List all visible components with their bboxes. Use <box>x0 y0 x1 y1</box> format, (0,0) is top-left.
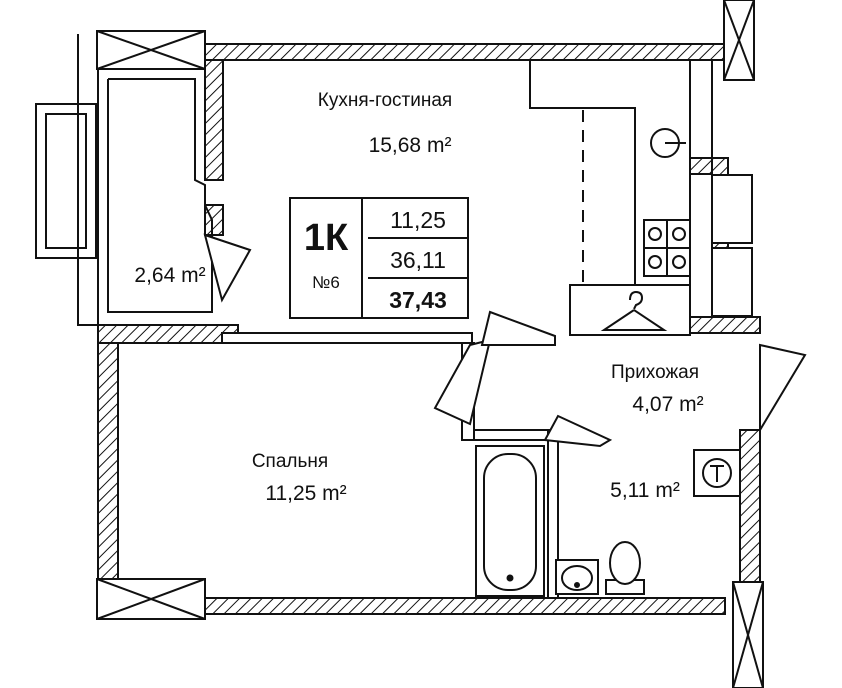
kitchen-area: 15,68 m² <box>369 134 452 157</box>
boiler-icon <box>650 128 686 158</box>
windows <box>35 0 764 688</box>
hallway-area: 4,07 m² <box>632 393 703 416</box>
wardrobe-hanger-icon <box>600 290 668 331</box>
total-area-value: 37,43 <box>389 287 447 313</box>
balcony-frame <box>77 34 213 326</box>
toilet-icon <box>605 541 645 595</box>
doors <box>203 233 807 448</box>
bedroom-name: Спальня <box>252 451 328 472</box>
hallway-name: Прихожая <box>611 362 699 383</box>
stove-icon <box>643 219 691 277</box>
apartment-number: №6 <box>312 273 340 292</box>
bathtub-icon <box>475 445 545 597</box>
apartment-info-box: 1К №6 11,25 36,11 37,43 <box>289 197 469 319</box>
bathroom-area: 5,11 m² <box>610 479 680 502</box>
total-area-no-balcony-value: 36,11 <box>390 247 446 273</box>
balcony-area: 2,64 m² <box>134 264 205 287</box>
living-area-value: 11,25 <box>390 207 446 233</box>
bedroom-area: 11,25 m² <box>265 482 346 505</box>
sink-icon <box>555 559 599 595</box>
kitchen-name: Кухня-гостиная <box>318 90 452 111</box>
water-heater-icon <box>693 449 741 497</box>
apartment-type: 1К <box>304 217 349 259</box>
